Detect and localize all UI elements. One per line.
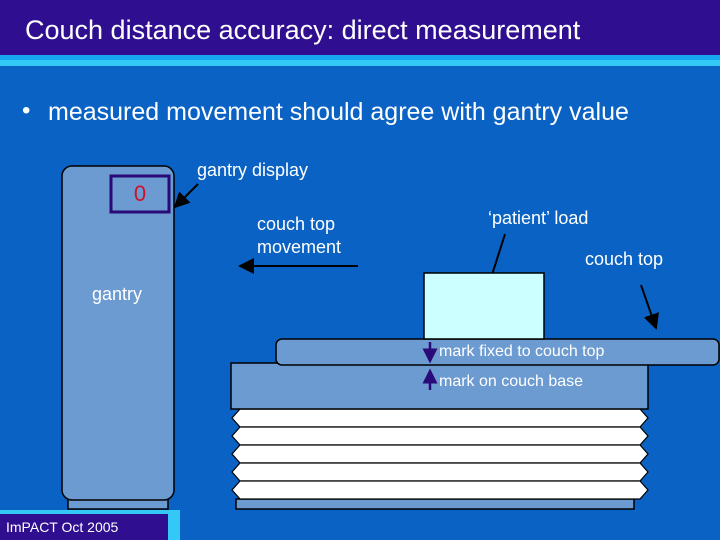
footer-bar xyxy=(0,514,168,540)
footer-text: ImPACT Oct 2005 xyxy=(6,519,119,535)
title-stripe-light xyxy=(0,60,720,66)
movement-label-line1: couch top xyxy=(257,214,336,234)
couch-top-arrow xyxy=(640,284,659,330)
mark-base-label: mark on couch base xyxy=(439,373,584,390)
gantry-label: gantry xyxy=(92,284,143,304)
title-stripe xyxy=(0,55,720,60)
slide-title: Couch distance accuracy: direct measurem… xyxy=(25,15,581,45)
gantry-display xyxy=(109,174,171,214)
movement-label-line2: movement xyxy=(257,237,342,257)
couch-base xyxy=(230,362,649,410)
title-bar xyxy=(0,0,720,55)
gantry-display-arrow xyxy=(173,183,199,209)
mark-fixed-label: mark fixed to couch top xyxy=(439,343,605,360)
gantry-body xyxy=(61,165,175,501)
bullet-marker: • xyxy=(22,97,31,124)
patient-load xyxy=(423,272,545,340)
footer-stripe xyxy=(0,510,172,514)
gantry-display-label: gantry display xyxy=(197,160,309,180)
footer-edge xyxy=(168,510,180,540)
bullet-text: measured movement should agree with gant… xyxy=(48,98,629,126)
couch-bellows xyxy=(231,408,649,500)
couch-top-label: couch top xyxy=(585,249,664,269)
gantry-display-value: 0 xyxy=(133,181,147,206)
patient-load-label: ‘patient’ load xyxy=(488,208,589,228)
couch-base-plate xyxy=(235,498,635,510)
